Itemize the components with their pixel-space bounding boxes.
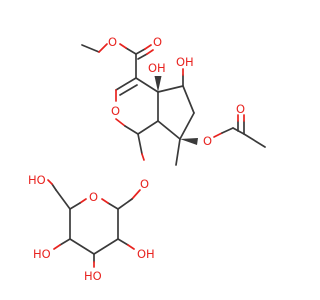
bond-ester-c-o-red (119, 43, 127, 49)
bond-oring-sc5-red (79, 198, 87, 204)
bond-c4a-c5 (157, 85, 184, 93)
bond-c3-c4-double (119, 84, 138, 96)
atom-label-oh-4a: OH (148, 61, 166, 75)
bond-sc4-oh-red (53, 244, 61, 250)
bond-sugar-c2-c3 (93, 238, 119, 255)
carbon-bonds (55, 44, 266, 255)
bond-ester-o-me-red (98, 43, 108, 53)
bond-sugar-c5-c6 (55, 189, 71, 210)
atom-label-ester-carbonyl-o: O (153, 35, 162, 49)
bond-c7a-c1 (137, 120, 159, 135)
bond-sc4-oh (59, 238, 71, 246)
bond-oglyc-sc1-red (131, 189, 141, 200)
atom-label-oh-sugar-4: HO (33, 247, 51, 261)
bond-sc1-oring-red (101, 198, 109, 204)
bond-ch2-oh (51, 183, 57, 191)
atom-label-acetyl-o: O (236, 102, 245, 116)
atom-label-glycosidic-o: O (140, 177, 149, 191)
bond-c7-c7a (157, 120, 181, 140)
bond-c6-c7 (179, 112, 195, 140)
bond-c7-methyl (175, 138, 181, 166)
atom-label-oh-sugar-3: HO (84, 269, 102, 283)
bond-o2-c1 (124, 125, 139, 135)
bond-sc2-oh (117, 238, 129, 246)
atom-labels: O O O OH OH O O O O HO HO HO OH (28, 35, 245, 283)
bond-ester-c-o (125, 47, 137, 55)
bond-acetoxy-o-c (221, 127, 234, 134)
wedge-c7-acetoxy (180, 138, 198, 145)
bond-ester-co (135, 48, 146, 55)
bond-ester-co-red (144, 44, 152, 50)
atom-label-sugar-ring-o: O (89, 190, 98, 204)
bond-o2-c1-red (115, 118, 126, 127)
bond-ester-methyl (81, 44, 100, 53)
atom-label-oh-5: OH (176, 55, 194, 69)
bond-acetoxy-o-c-red (213, 132, 223, 138)
bond-c1-oglyc (137, 133, 143, 155)
heteroatom-bonds (47, 43, 245, 268)
atom-label-acetoxy-o: O (203, 134, 212, 148)
bond-sc2-oh-red (127, 244, 135, 250)
bond-ester-co-2 (137, 53, 148, 60)
bond-c1-oglyc-red (141, 153, 145, 161)
bond-sc1-oring (107, 202, 119, 210)
bond-oglyc-sc1 (117, 198, 133, 210)
atom-label-ring-o: O (111, 104, 120, 118)
bond-sugar-c3-c4 (69, 238, 95, 255)
wedge-c4a-oh (154, 76, 162, 92)
bond-oring-sc5 (69, 202, 81, 210)
bond-ch2-oh-red (47, 179, 53, 185)
atom-label-ester-o: O (108, 35, 117, 49)
atom-label-oh-sugar-2: OH (137, 247, 155, 261)
bond-c5-c6 (182, 85, 195, 114)
stereo-wedges (154, 76, 198, 145)
bond-ester-co-2-red (146, 49, 154, 55)
bond-c3-c4 (115, 77, 137, 91)
bond-c4-c4a (135, 77, 159, 93)
molecule-structure-diagram: O O O OH OH O O O O HO HO HO OH (28, 35, 266, 283)
bond-acetyl-methyl (243, 133, 266, 148)
atom-label-ch2-oh: HO (28, 173, 46, 187)
